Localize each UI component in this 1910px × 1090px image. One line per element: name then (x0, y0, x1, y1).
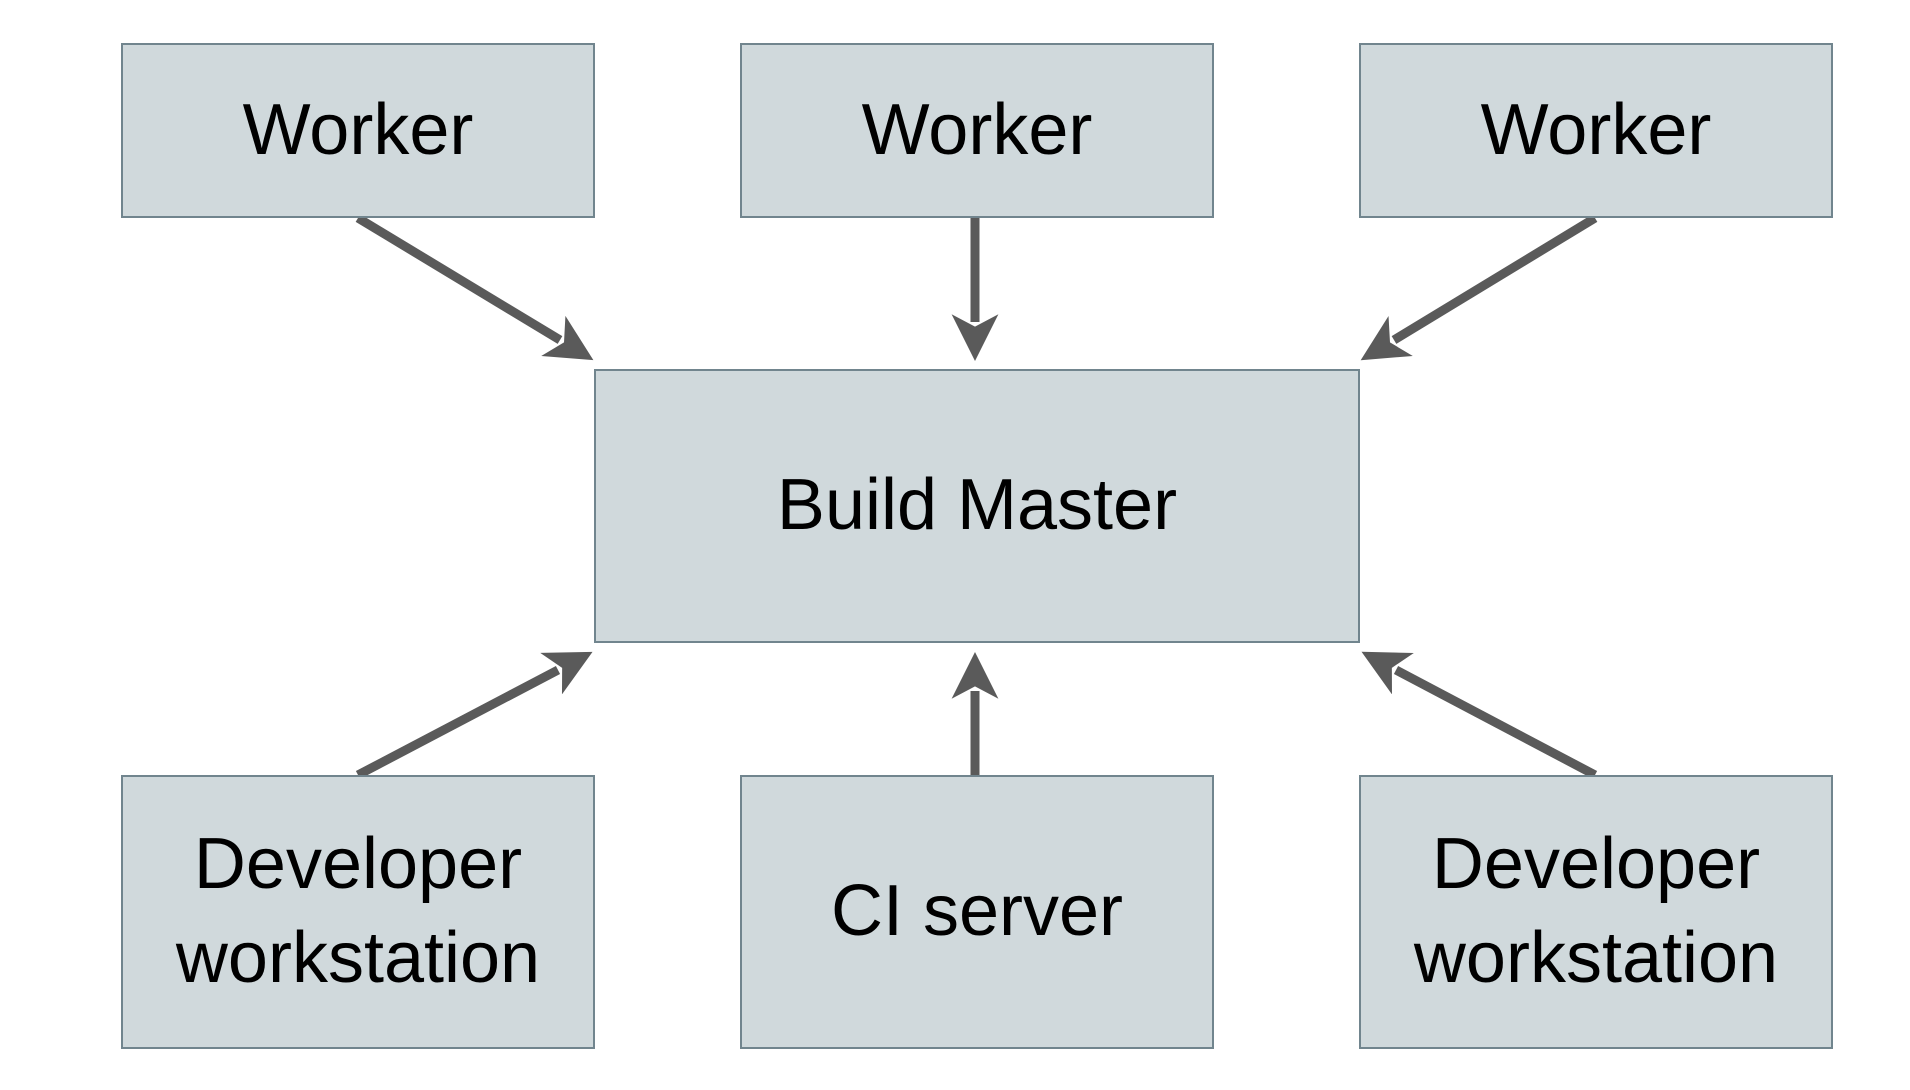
node-label: Developer workstation (1413, 824, 1779, 998)
node-label: Worker (1480, 89, 1712, 170)
node-worker-top-right: Worker (1359, 43, 1833, 218)
node-build-master: Build Master (594, 369, 1360, 643)
node-label: Worker (242, 89, 474, 170)
node-label: CI server (830, 871, 1124, 952)
arrow-worker-top-right-to-build-master (1360, 214, 1598, 361)
node-ci-server: CI server (740, 775, 1214, 1049)
node-worker-top-center: Worker (740, 43, 1214, 218)
arrow-developer-workstation-right-to-build-master (1361, 651, 1598, 779)
arrow-developer-workstation-left-to-build-master (355, 651, 593, 779)
node-worker-top-left: Worker (121, 43, 595, 218)
node-developer-workstation-right: Developer workstation (1359, 775, 1833, 1049)
node-developer-workstation-left: Developer workstation (121, 775, 595, 1049)
node-label: Worker (861, 89, 1093, 170)
node-label: Build Master (776, 465, 1178, 546)
node-label: Developer workstation (175, 824, 541, 998)
arrow-worker-top-left-to-build-master (355, 214, 594, 361)
